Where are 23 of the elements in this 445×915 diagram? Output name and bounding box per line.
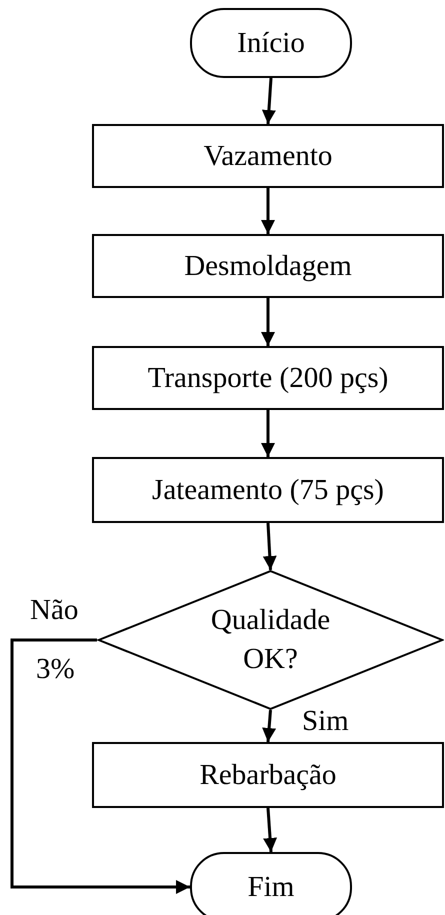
decision-diamond xyxy=(97,570,444,710)
node-text: Vazamento xyxy=(204,140,332,172)
process-box xyxy=(92,457,444,523)
process-box xyxy=(92,234,444,298)
arrow xyxy=(262,78,276,124)
process-box xyxy=(92,124,444,188)
node-text: Desmoldagem xyxy=(184,250,352,282)
node-text: Jateamento (75 pçs) xyxy=(152,474,384,506)
node-text: Qualidade OK? xyxy=(210,602,332,677)
process-box xyxy=(92,742,444,808)
arrow xyxy=(261,298,275,346)
node-text: Fim xyxy=(248,870,294,904)
arrow xyxy=(262,710,276,742)
terminal-shape xyxy=(190,852,352,915)
arrow xyxy=(10,638,190,894)
arrow xyxy=(263,808,278,852)
arrow xyxy=(261,188,275,234)
node-text: Rebarbação xyxy=(200,758,336,792)
node-text: Transporte (200 pçs) xyxy=(148,362,388,394)
arrow xyxy=(262,522,277,570)
process-box xyxy=(92,346,444,410)
node-text: Início xyxy=(237,26,305,60)
arrow xyxy=(261,410,275,457)
